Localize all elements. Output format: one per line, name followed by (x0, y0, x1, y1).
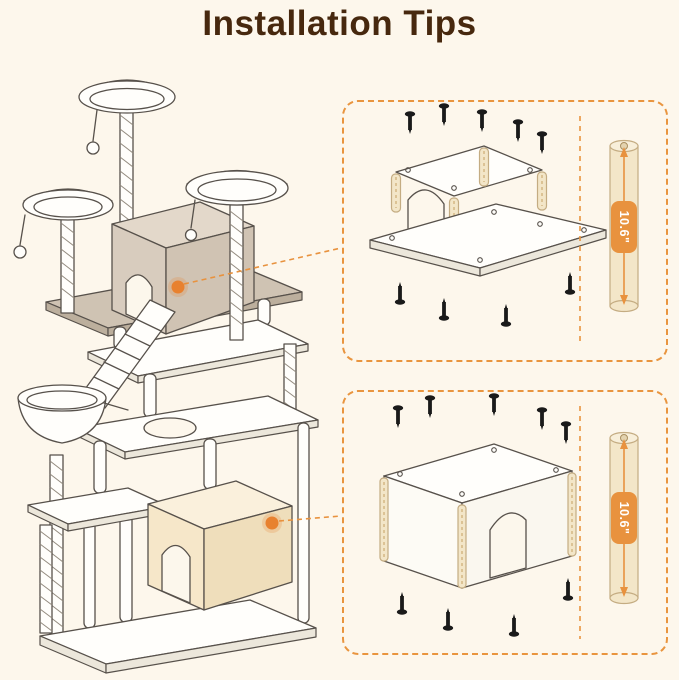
support-post (203, 438, 217, 490)
round-perch-top (78, 79, 176, 114)
screws-bottom (394, 272, 576, 327)
climbing-ramp (79, 299, 176, 409)
base-board (39, 599, 317, 674)
screws-top (392, 393, 572, 444)
measurement-badge (611, 201, 637, 253)
lower-condo (147, 480, 293, 611)
measurement-badge (611, 492, 637, 544)
condo-base-board (369, 203, 607, 277)
scratching-post (60, 216, 75, 314)
tip-panel-bottom: 10.6" (342, 390, 668, 655)
hanging-ball-toy (86, 109, 100, 155)
support-post (143, 373, 157, 418)
condo-door-arch (161, 544, 191, 604)
support-post (119, 513, 133, 623)
arch-wall-piece (407, 189, 445, 233)
connector-line-bottom (278, 515, 342, 522)
peek-hole (143, 417, 197, 439)
scratching-post (229, 204, 244, 341)
screws-top (404, 103, 548, 154)
exploded-diagram-bottom: 10.6" (379, 393, 639, 639)
exploded-diagram-top: 10.6" (369, 103, 639, 346)
measurement-label-top: 10.6" (617, 211, 631, 244)
cat-tree-illustration (13, 79, 342, 674)
round-perch-right (185, 169, 289, 206)
highlight-dot-bottom (262, 513, 282, 533)
hanging-ball-toy (13, 214, 27, 259)
condo-box (383, 443, 573, 589)
post-diagram-bottom: 10.6" (609, 431, 639, 605)
bowl-perch (17, 384, 129, 444)
hanging-ball-toy (184, 199, 198, 242)
scratching-post (39, 524, 53, 634)
condo-roof-panel (395, 145, 543, 197)
scratching-post (119, 108, 134, 230)
round-perch-left (22, 188, 114, 221)
measurement-label-bottom: 10.6" (617, 502, 631, 535)
condo-door-arch (489, 512, 527, 579)
lower-left-platform (27, 487, 169, 532)
support-post (93, 440, 107, 494)
page-title: Installation Tips (202, 4, 477, 43)
tip-panel-top: 10.6" (342, 100, 668, 362)
support-post (83, 520, 96, 629)
corner-posts (379, 472, 577, 589)
post-diagram-top: 10.6" (609, 139, 639, 313)
support-post (297, 422, 310, 624)
highlight-dot-top (168, 277, 188, 297)
screws-bottom (396, 578, 574, 637)
